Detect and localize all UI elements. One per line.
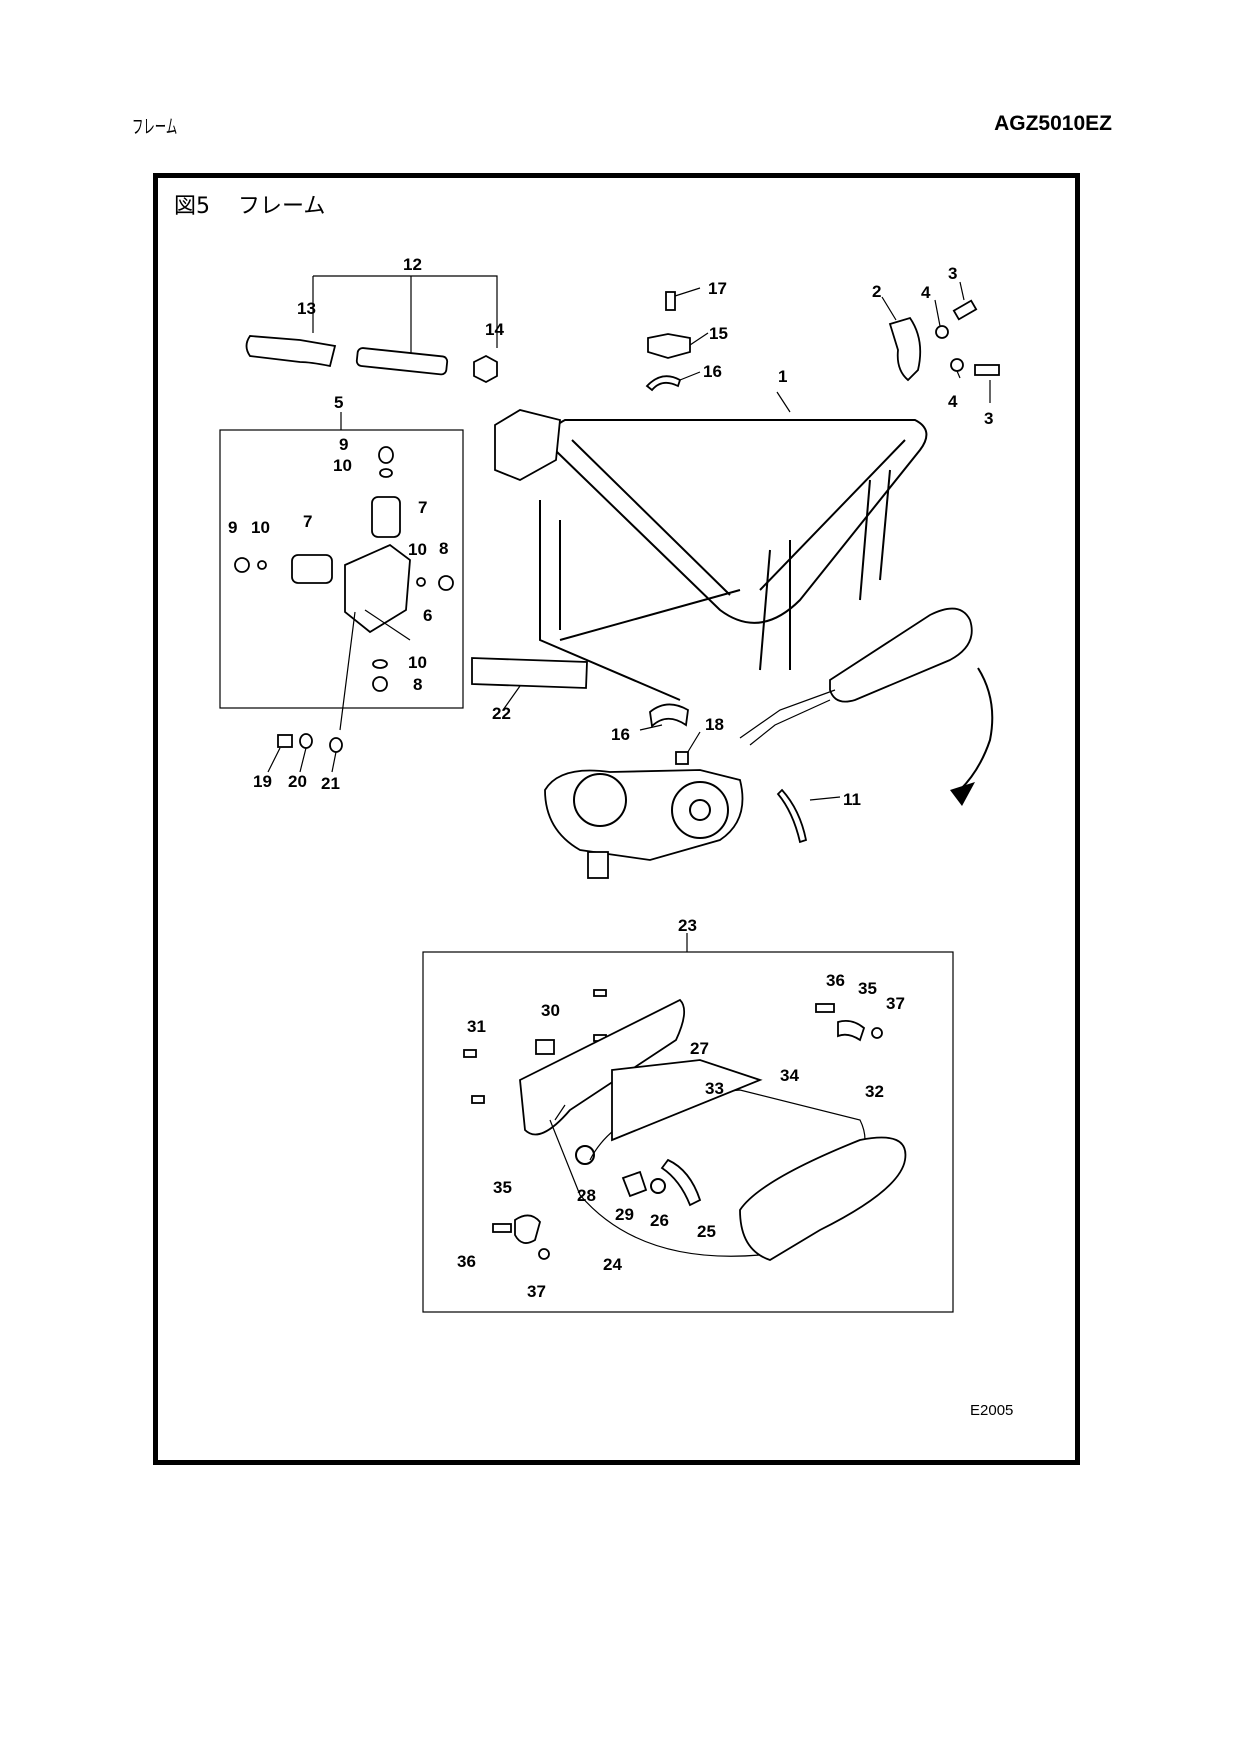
- callout-36: 36: [826, 971, 845, 990]
- callout-14: 14: [485, 320, 504, 339]
- callout-9: 9: [339, 435, 348, 454]
- callout-4: 4: [948, 392, 958, 411]
- callout-35: 35: [858, 979, 877, 998]
- callout-16: 16: [611, 725, 630, 744]
- callout-36: 36: [457, 1252, 476, 1271]
- figure-name: フレーム: [238, 194, 326, 219]
- section-name: フレーム: [132, 116, 178, 138]
- callout-2: 2: [872, 282, 881, 301]
- callout-24: 24: [603, 1255, 622, 1274]
- model-number: AGZ5010EZ: [994, 112, 1112, 135]
- callout-3: 3: [984, 409, 993, 428]
- figure-code: E2005: [970, 1402, 1014, 1419]
- callout-34: 34: [780, 1066, 799, 1085]
- handle-grip-assembly: [245, 275, 498, 384]
- callout-6: 6: [423, 606, 432, 625]
- callout-35: 35: [493, 1178, 512, 1197]
- callout-10: 10: [408, 653, 427, 672]
- main-frame-tube: [471, 391, 928, 711]
- callout-23: 23: [678, 916, 697, 935]
- callout-32: 32: [865, 1082, 884, 1101]
- callout-13: 13: [297, 299, 316, 318]
- callout-7: 7: [418, 498, 427, 517]
- callout-10: 10: [251, 518, 270, 537]
- callout-19: 19: [253, 772, 272, 791]
- mount-box: [219, 412, 464, 731]
- callout-29: 29: [615, 1205, 634, 1224]
- callout-21: 21: [321, 774, 340, 793]
- callout-15: 15: [709, 324, 728, 343]
- callout-16: 16: [703, 362, 722, 381]
- callout-8: 8: [413, 675, 422, 694]
- callout-20: 20: [288, 772, 307, 791]
- callout-37: 37: [527, 1282, 546, 1301]
- callout-25: 25: [697, 1222, 716, 1241]
- figure-number: 図5: [174, 194, 210, 219]
- callout-8: 8: [439, 539, 448, 558]
- callout-9: 9: [228, 518, 237, 537]
- lower-clamp: [639, 703, 701, 765]
- handle-box: [422, 933, 954, 1313]
- callout-37: 37: [886, 994, 905, 1013]
- callout-17: 17: [708, 279, 727, 298]
- callout-4: 4: [921, 283, 931, 302]
- bolt-washer-set: [267, 733, 343, 773]
- grip-cap-parts: [881, 281, 1000, 403]
- throttle-handle: [739, 607, 994, 844]
- callout-10: 10: [333, 456, 352, 475]
- callout-30: 30: [541, 1001, 560, 1020]
- callout-10: 10: [408, 540, 427, 559]
- callout-5: 5: [334, 393, 343, 412]
- callout-1: 1: [778, 367, 787, 386]
- callout-28: 28: [577, 1186, 596, 1205]
- figure-frame: [153, 173, 1080, 1465]
- callout-12: 12: [403, 255, 422, 274]
- callout-31: 31: [467, 1017, 486, 1036]
- callout-33: 33: [705, 1079, 724, 1098]
- callout-18: 18: [705, 715, 724, 734]
- figure-title: 図5 フレーム: [174, 188, 325, 220]
- callout-22: 22: [492, 704, 511, 723]
- gearbox: [544, 769, 744, 879]
- callout-11: 11: [843, 790, 861, 809]
- callout-26: 26: [650, 1211, 669, 1230]
- callout-7: 7: [303, 512, 312, 531]
- top-clamp-assembly: [645, 287, 709, 392]
- callout-3: 3: [948, 264, 957, 283]
- callout-27: 27: [690, 1039, 709, 1058]
- callout-labels: 1 2 3 3 4 4 5 6 7 7 8 8 9 9 10 10 10 10 …: [228, 255, 993, 1301]
